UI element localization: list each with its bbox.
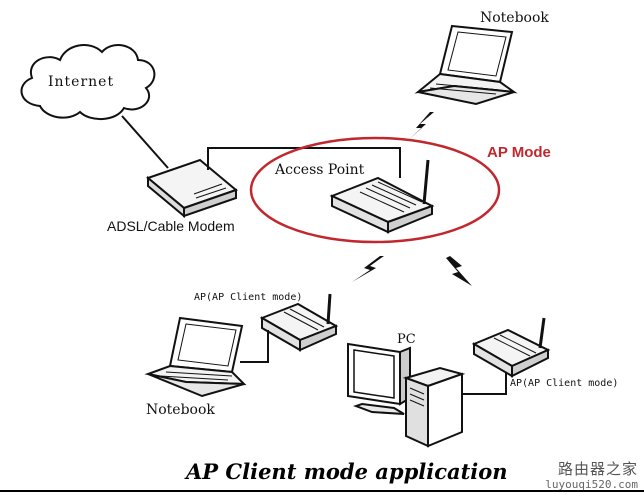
wireless-bolt-icon bbox=[408, 112, 434, 140]
ap-client-router-right-icon bbox=[471, 317, 551, 378]
pc-label: PC bbox=[397, 332, 416, 347]
ap-client-router-left-icon bbox=[259, 293, 339, 352]
modem-label: ADSL/Cable Modem bbox=[107, 218, 235, 234]
wireless-bolt-icon bbox=[352, 256, 384, 282]
pc-tower-icon bbox=[402, 366, 466, 448]
access-point-label: Access Point bbox=[275, 162, 365, 178]
link-notebook-router-left bbox=[240, 330, 269, 363]
notebook-bottom-icon bbox=[144, 316, 247, 398]
watermark: 路由器之家 luyouqi520.com bbox=[514, 456, 642, 494]
link-pc-router-right bbox=[462, 364, 507, 395]
caption-rule bbox=[0, 490, 644, 492]
ap-client-left-label: AP(AP Client mode) bbox=[194, 292, 303, 303]
internet-cloud-icon bbox=[20, 44, 156, 120]
access-point-router-icon bbox=[329, 159, 435, 234]
diagram-caption: AP Client mode application bbox=[186, 459, 508, 484]
notebook-bottom-label: Notebook bbox=[146, 402, 215, 418]
watermark-url: luyouqi520.com bbox=[545, 478, 638, 491]
adsl-modem-icon bbox=[145, 158, 239, 219]
ap-mode-label: AP Mode bbox=[487, 144, 551, 161]
pc-monitor-icon bbox=[347, 342, 411, 415]
link-internet-modem bbox=[121, 115, 169, 169]
notebook-top-label: Notebook bbox=[480, 10, 549, 26]
internet-label: Internet bbox=[48, 74, 115, 90]
wireless-bolt-icon bbox=[446, 256, 472, 286]
watermark-text: 路由器之家 bbox=[557, 461, 638, 478]
ap-client-right-label: AP(AP Client mode) bbox=[510, 378, 619, 389]
notebook-top-icon bbox=[414, 24, 518, 106]
ap-mode-highlight-ellipse bbox=[249, 136, 501, 244]
